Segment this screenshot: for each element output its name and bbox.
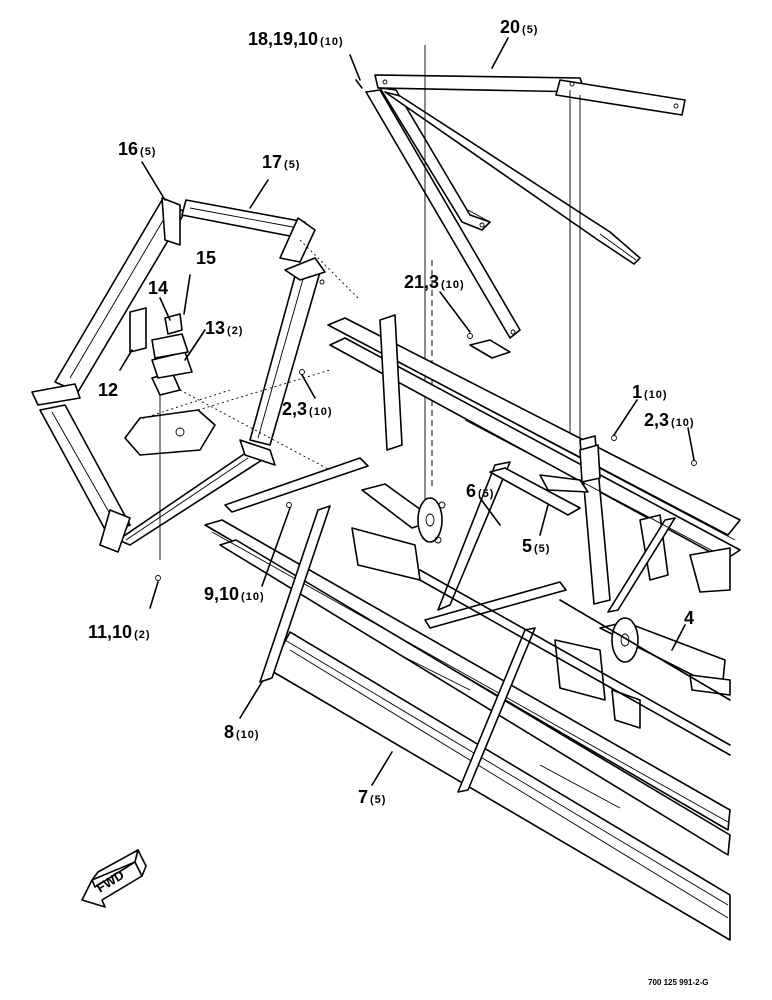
callout-18-19-10: 18,19,10(10)	[248, 29, 344, 49]
callout-labels: 18,19,10(10) 20(5) 16(5) 17(5) 15 14 13(…	[88, 17, 695, 807]
callout-7: 7(5)	[358, 787, 386, 807]
callout-2-3-left: 2,3(10)	[282, 399, 333, 419]
hardware-marks	[155, 79, 697, 581]
header-frame	[204, 314, 741, 941]
callout-4: 4	[684, 608, 694, 628]
fwd-arrow-icon: FWD	[81, 849, 147, 908]
callout-16: 16(5)	[118, 139, 156, 159]
callout-20: 20(5)	[500, 17, 538, 37]
callout-14: 14	[148, 278, 168, 298]
callout-21-3: 21,3(10)	[404, 272, 465, 292]
callout-2-3-right: 2,3(10)	[644, 410, 695, 430]
hex-reel-frame	[31, 197, 326, 553]
callout-11-10: 11,10(2)	[88, 622, 151, 642]
callout-13: 13(2)	[205, 318, 243, 338]
callout-1: 1(10)	[632, 382, 668, 402]
callout-6: 6(5)	[466, 481, 494, 501]
callout-8: 8(10)	[224, 722, 260, 742]
callout-12: 12	[98, 380, 118, 400]
drawing-code: 700 125 991-2-G	[648, 978, 709, 987]
reel-arm-assembly	[365, 74, 686, 339]
callout-leaders	[119, 37, 695, 786]
callout-17: 17(5)	[262, 152, 300, 172]
callout-5: 5(5)	[522, 536, 550, 556]
callout-15: 15	[196, 248, 216, 268]
callout-9-10: 9,10(10)	[204, 584, 265, 604]
reel-hub	[124, 307, 331, 560]
